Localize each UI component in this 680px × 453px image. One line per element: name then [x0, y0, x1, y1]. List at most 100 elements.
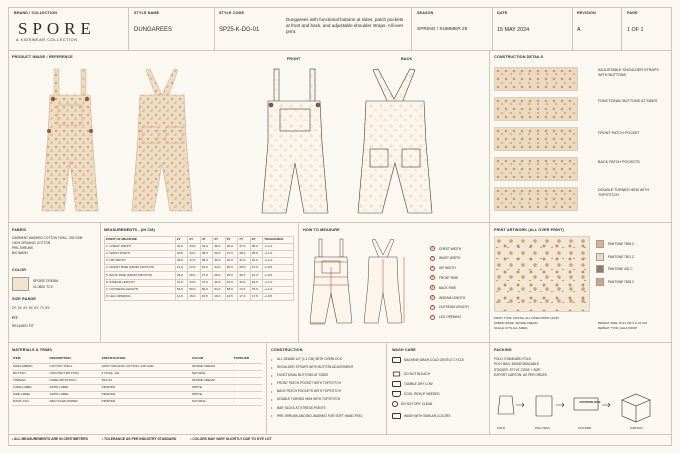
measurement-value: 40.0 [224, 257, 239, 266]
measurement-value: +/-1.0 [262, 243, 294, 252]
how-to-measure-title: HOW TO MEASURE [303, 228, 340, 232]
footer-note: • ALL MEASUREMENTS ARE IN CENTIMETERS [12, 437, 88, 441]
wash-care-text: WASH WITH SIMILAR COLORS [404, 413, 451, 418]
measure-legend-label: HIP WIDTH [439, 266, 456, 271]
fabric-base: FABRIC BASE: SPORE CREAM [494, 321, 538, 326]
poly-bag-icon [535, 395, 553, 417]
color-label: COLOR [12, 268, 27, 272]
measurement-col-header: 5Y [212, 235, 226, 245]
construction-item: BAR TACKS AT STRESS POINTS [271, 405, 383, 414]
footer-note: • TOLERANCE AS PER INDUSTRY STANDARD [101, 437, 177, 441]
measurement-value: 16.0 [212, 292, 226, 301]
materials-cell: THREAD [12, 377, 49, 385]
measurement-value: 38.0 [249, 243, 264, 252]
materials-cell: COCONUT BUTTON [48, 370, 101, 378]
wash-tub-icon [392, 357, 401, 363]
measurement-value: 33.0 [187, 243, 201, 252]
measure-legend-label: CHEST WIDTH [439, 246, 462, 251]
fabric-line: BIO WASH [12, 250, 28, 255]
print-specs-left: PRINT TYPE: DIGITAL ALL OVER PRINT (AOP)… [494, 316, 559, 331]
measure-number: 5 [430, 284, 435, 291]
product-photos [41, 68, 193, 212]
iron-icon [392, 391, 401, 397]
measurement-value: 15.0 [187, 292, 201, 301]
measurement-value: 37.0 [224, 250, 239, 259]
detail-caption-straps: ADJUSTABLE SHOULDER STRAPS WITH BUTTONS [598, 68, 659, 78]
materials-cell: - [232, 377, 262, 385]
point-of-measure: 7. OUTSEAM LENGTH [104, 285, 176, 294]
measurement-value: 15.5 [199, 292, 214, 301]
measurement-value: 34.0 [187, 278, 201, 287]
wash-care-item: TUMBLE DRY LOW [392, 381, 433, 387]
materials-cell: CORE SPUN POLY [48, 377, 101, 385]
brand-tagline: A KIDSWEAR COLLECTION [16, 38, 78, 42]
measurement-value: 35.0 [212, 243, 226, 252]
measurement-value: 16.5 [224, 292, 239, 301]
pantone-swatch [596, 240, 604, 248]
pantone-item: PANTONE 7506 C [596, 240, 634, 248]
measurement-value: 40.0 [212, 278, 226, 287]
measurement-col-header: POINT OF MEASURE [104, 235, 176, 245]
measurement-value: 21.0 [174, 264, 189, 273]
measurement-value: 64.0 [212, 285, 226, 294]
materials-cell: 4 HOLE, 18L [100, 370, 191, 378]
revision: A [577, 27, 581, 33]
print-specs-right: REPEAT SIZE: W 21 CM X H 21 CM REPEAT TY… [598, 321, 647, 331]
style-code-label: STYLE CODE [219, 11, 245, 15]
point-of-measure: 3. HIP WIDTH [104, 257, 176, 266]
materials-cell: WHITE [190, 384, 233, 392]
season: SPRING / SUMMER 25 [417, 27, 468, 32]
measurement-value: 56.0 [187, 285, 201, 294]
measurement-value: 72.0 [237, 285, 251, 294]
measure-legend-label: WAIST WIDTH [439, 256, 461, 261]
measurement-value: 38.0 [199, 257, 214, 266]
size-range: 2Y, 3Y, 4Y, 5Y, 6Y, 7Y, 8Y [12, 306, 50, 310]
similar-colors-icon [392, 413, 401, 419]
measurement-value: 28.0 [212, 271, 226, 280]
measurement-value: 17.0 [237, 292, 251, 301]
no-bleach-icon [392, 371, 401, 377]
date: 15 MAY 2024 [497, 27, 530, 33]
measurement-value: 49.0 [249, 278, 264, 287]
measure-number: 1 [430, 245, 435, 251]
measure-legend-item: 1 CHEST WIDTH [430, 246, 461, 251]
packing-step-sticker: STICKER [578, 426, 592, 430]
materials-cell: RECYCLED PAPER [48, 398, 101, 407]
fabric-line: GARMENT WASHED COTTON TWILL, 235 GSM [12, 236, 83, 240]
measurement-value: 24.0 [212, 264, 226, 273]
no-dry-clean-icon [392, 401, 398, 407]
materials-cell: - [232, 370, 262, 378]
measure-legend-label: BACK RISE [439, 285, 457, 290]
measure-legend-label: LEG OPENING [439, 315, 461, 320]
materials-cell: TEX 30 [100, 377, 191, 385]
measurement-value: 34.0 [187, 250, 201, 259]
measure-number: 3 [430, 265, 435, 271]
measurement-col-header: 7Y [237, 235, 251, 245]
packing-lines: FOLD: STANDARD FOLD POLY BAG: BIODEGRADA… [494, 357, 547, 379]
materials-cell: - [232, 384, 262, 392]
packing-line: FOLD: STANDARD FOLD [494, 357, 531, 361]
page-label: PAGE [627, 11, 638, 15]
materials-cell: NATURAL [190, 370, 233, 378]
measurement-value: 39.0 [212, 257, 226, 266]
measurement-col-header: 3Y [187, 235, 201, 245]
construction-list: ALL SEAMS 1/2" (1.2 CM) WITH OVERLOCK SH… [271, 356, 383, 426]
measurement-value: 29.0 [224, 271, 239, 280]
materials-cell: - [232, 363, 262, 371]
measurement-value: 36.0 [212, 250, 226, 259]
fabric-details: GARMENT WASHED COTTON TWILL, 235 GSM 100… [12, 236, 82, 256]
detail-image-straps [494, 67, 578, 91]
wash-care-item: DO NOT DRY CLEAN [392, 401, 432, 407]
repeat-type: REPEAT TYPE: HALF DROP [598, 326, 638, 331]
measurement-value: 43.0 [224, 278, 239, 287]
detail-caption-side-buttons: FUNCTIONAL BUTTONS AT SIDES [598, 99, 658, 103]
materials-col-header: SUPPLIER [232, 356, 262, 364]
measurement-value: 31.0 [249, 271, 264, 280]
